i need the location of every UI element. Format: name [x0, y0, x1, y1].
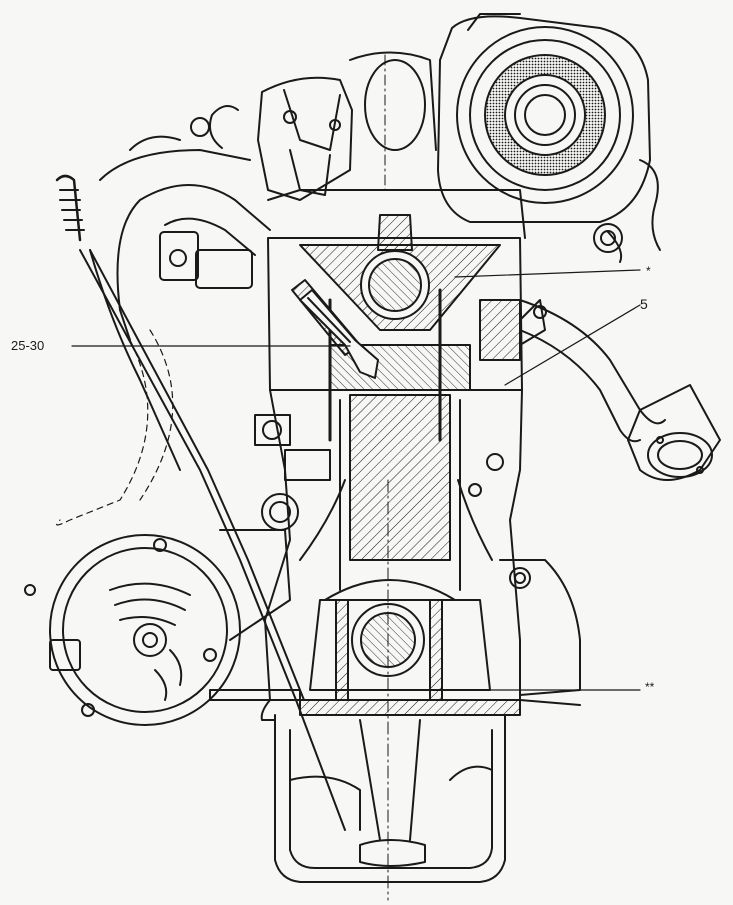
air-filter-housing — [437, 13, 661, 263]
intake-manifold — [99, 135, 271, 341]
cylinder-head — [267, 189, 526, 442]
callout-double-asterisk: ** — [645, 680, 655, 694]
engine-block — [254, 389, 523, 701]
crankshaft — [299, 479, 521, 901]
callout-part-5: 5 — [640, 296, 648, 312]
alternator — [24, 529, 301, 726]
oil-pan — [260, 699, 506, 883]
distributor-coil — [190, 51, 437, 201]
oil-filter-bracket — [499, 559, 581, 706]
spark-plug — [299, 289, 379, 379]
exhaust-manifold — [519, 299, 721, 481]
hidden-lines — [56, 329, 174, 526]
callout-single-asterisk: * — [646, 264, 651, 278]
dipstick — [55, 174, 346, 831]
leader-lines — [71, 269, 641, 691]
callout-torque-25-30: 25-30 — [11, 338, 45, 353]
